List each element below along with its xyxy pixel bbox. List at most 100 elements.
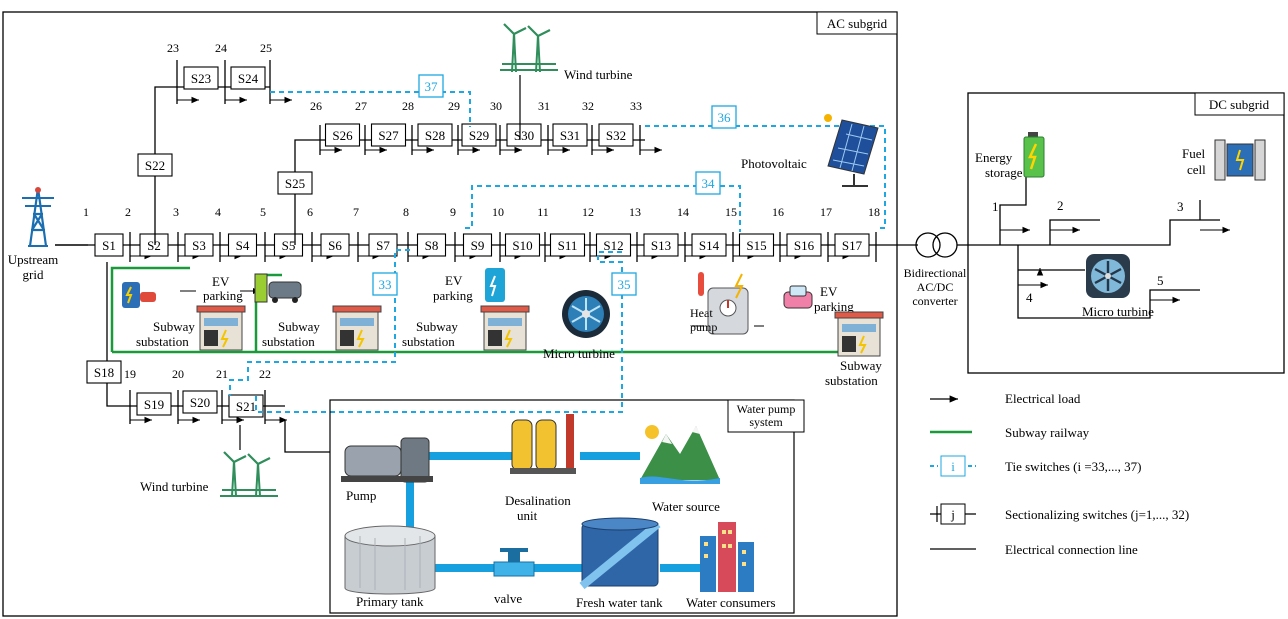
- mid-switch-s29: S29: [469, 128, 489, 143]
- legend-sect-symbol: j: [950, 507, 955, 522]
- main-switch-s15: S15: [746, 238, 766, 253]
- main-node-12: 12: [582, 205, 594, 219]
- water-source-label: Water source: [652, 499, 720, 514]
- main-switch-s11-box: [549, 233, 586, 257]
- converter-label-1: Bidirectional: [904, 266, 967, 280]
- main-switch-s5: S5: [282, 238, 296, 253]
- substation-window: [204, 318, 238, 326]
- heat-pump-icon: [692, 272, 764, 335]
- legend-tie-label: Tie switches (i =33,..., 37): [1005, 459, 1142, 474]
- mid-node-27: 27: [355, 99, 367, 113]
- bot-node-21: 21: [216, 367, 228, 381]
- mid-switch-s25: S25: [285, 176, 305, 191]
- main-switch-s14-box: [691, 233, 727, 257]
- legend-load-label: Electrical load: [1005, 391, 1081, 406]
- ev-parking-3-label-1: EV: [820, 284, 838, 299]
- dc-subgrid-frame: [967, 92, 1285, 374]
- photovoltaic-icon: [824, 114, 879, 187]
- mid-node-32: 32: [582, 99, 594, 113]
- main-switch-s2: S2: [147, 238, 161, 253]
- tie-line-33: [229, 249, 410, 396]
- main-node-4: 4: [215, 205, 221, 219]
- substation-roof: [480, 305, 530, 313]
- top-switch-s23: S23: [191, 71, 211, 86]
- main-node-6: 6: [307, 205, 313, 219]
- mid-switch-s30: S30: [514, 128, 534, 143]
- main-node-5: 5: [260, 205, 266, 219]
- mid-node-29: 29: [448, 99, 460, 113]
- substation-bolt: [858, 335, 867, 354]
- tie-line-36: [645, 125, 886, 229]
- main-switch-s17-box: [834, 233, 870, 257]
- main-node-18: 18: [868, 205, 880, 219]
- substation-door: [204, 330, 218, 346]
- substation-bolt: [504, 329, 513, 348]
- water-system-title-2: system: [749, 415, 783, 429]
- heat-pump-label-2: pump: [690, 320, 717, 334]
- subway-4-label-1: Subway: [840, 358, 882, 373]
- water-source-icon: [640, 425, 720, 484]
- main-node-2: 2: [125, 205, 131, 219]
- dc-node-2: 2: [1057, 198, 1064, 213]
- main-node-11: 11: [537, 205, 549, 219]
- fresh-water-tank-label: Fresh water tank: [576, 595, 663, 610]
- mid-switch-s32-box: [598, 123, 634, 147]
- mid-switch-s28-box: [417, 123, 453, 147]
- ev-charger-2-icon: [485, 268, 505, 302]
- main-node-8: 8: [403, 205, 409, 219]
- top-switch-s23-box: [183, 66, 219, 90]
- ev-parking-3-label-2: parking: [814, 299, 854, 314]
- mid-switch-s29-box: [461, 123, 497, 147]
- water-system-feed-line: [284, 420, 330, 453]
- mid-switch-s25-box: [277, 171, 313, 195]
- main-switch-s9: S9: [471, 238, 485, 253]
- fuel-cell-label-2: cell: [1187, 162, 1206, 177]
- dc-subgrid-label-box: [1194, 92, 1285, 116]
- converter-label-3: converter: [912, 294, 957, 308]
- main-switch-s13: S13: [651, 238, 671, 253]
- legend-line-label: Electrical connection line: [1005, 542, 1138, 557]
- mid-switch-s28: S28: [425, 128, 445, 143]
- ac-subgrid-label: AC subgrid: [827, 16, 888, 31]
- ev-parking-1-label-1: EV: [212, 274, 230, 289]
- substation-bolt: [356, 329, 365, 348]
- main-switch-s17: S17: [842, 238, 863, 253]
- dc-node-3: 3: [1177, 199, 1184, 214]
- tie-line-34: [465, 185, 741, 232]
- bottom-branch-line: [106, 262, 285, 407]
- tie-line-35: [255, 251, 623, 413]
- tie-switch-33-box: [372, 272, 398, 296]
- legend-tie-box: [940, 455, 966, 477]
- mid-node-28: 28: [402, 99, 414, 113]
- tie-switch-36: 36: [718, 110, 732, 125]
- tie-switch-36-box: [711, 105, 737, 129]
- mid-switch-s26: S26: [332, 128, 353, 143]
- dc-node-4: 4: [1026, 290, 1033, 305]
- converter-coil-right: [932, 232, 958, 258]
- legend-tie-symbol: i: [951, 459, 955, 474]
- subway-substation-icon-1: [196, 305, 246, 351]
- fuel-cell-icon: [1214, 139, 1266, 181]
- subway-substations: [196, 305, 884, 357]
- main-switch-s6: S6: [328, 238, 342, 253]
- ev-parking-2-label-2: parking: [433, 288, 473, 303]
- main-node-7: 7: [353, 205, 359, 219]
- upstream-grid-label-2: grid: [23, 267, 44, 282]
- subway-3-label-1: Subway: [416, 319, 458, 334]
- top-node-25: 25: [260, 41, 272, 55]
- battery-icon: [1023, 132, 1045, 178]
- mid-switch-s31: S31: [560, 128, 580, 143]
- desalination-label-1: Desalination: [505, 493, 571, 508]
- photovoltaic-label: Photovoltaic: [741, 156, 807, 171]
- wind-turbine-top-label: Wind turbine: [564, 67, 633, 82]
- main-node-3: 3: [173, 205, 179, 219]
- dc-node-1: 1: [992, 199, 999, 214]
- legend: Electrical load Subway railway i Tie swi…: [930, 391, 1189, 557]
- pump-icon: [341, 437, 433, 483]
- tie-switch-37: 37: [425, 79, 439, 94]
- heat-pump-label-1: Heat: [690, 306, 713, 320]
